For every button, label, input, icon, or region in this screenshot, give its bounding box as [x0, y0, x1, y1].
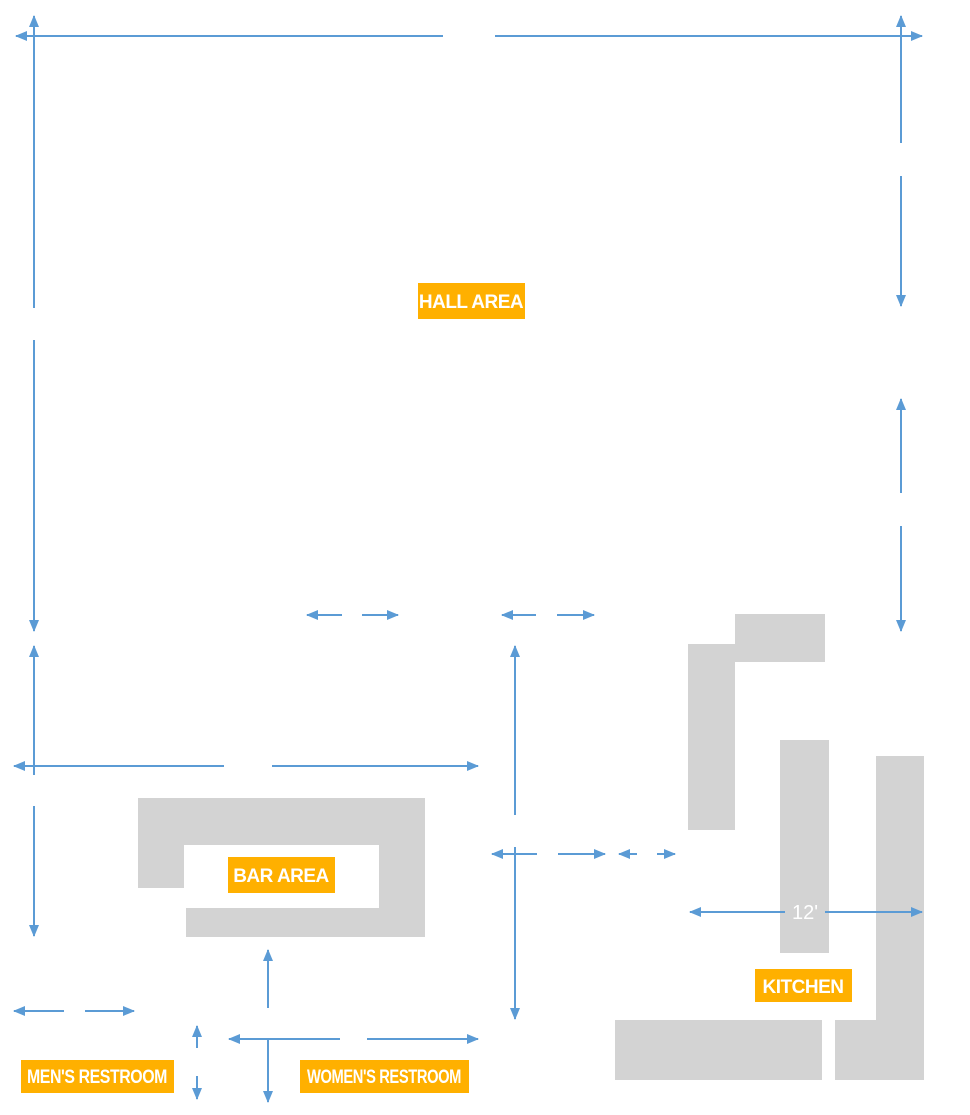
kitchen-text: KITCHEN	[763, 977, 844, 998]
kitchen-label: KITCHEN	[755, 969, 852, 1002]
dimension-lines	[13, 14, 923, 1103]
hall-area-text: HALL AREA	[419, 292, 524, 313]
bar-counter	[138, 798, 425, 937]
bar-area-label: BAR AREA	[228, 857, 335, 893]
mens-restroom-text: MEN'S RESTROOM	[27, 1067, 167, 1088]
kitchen-counters	[615, 614, 924, 1080]
hall-area-label: HALL AREA	[418, 283, 525, 319]
womens-restroom-label: WOMEN'S RESTROOM	[300, 1060, 469, 1093]
womens-restroom-text: WOMEN'S RESTROOM	[307, 1067, 461, 1088]
bar-area-text: BAR AREA	[233, 866, 329, 887]
mens-restroom-label: MEN'S RESTROOM	[21, 1060, 174, 1093]
kitchen-width-dimension: 12'	[792, 902, 818, 924]
